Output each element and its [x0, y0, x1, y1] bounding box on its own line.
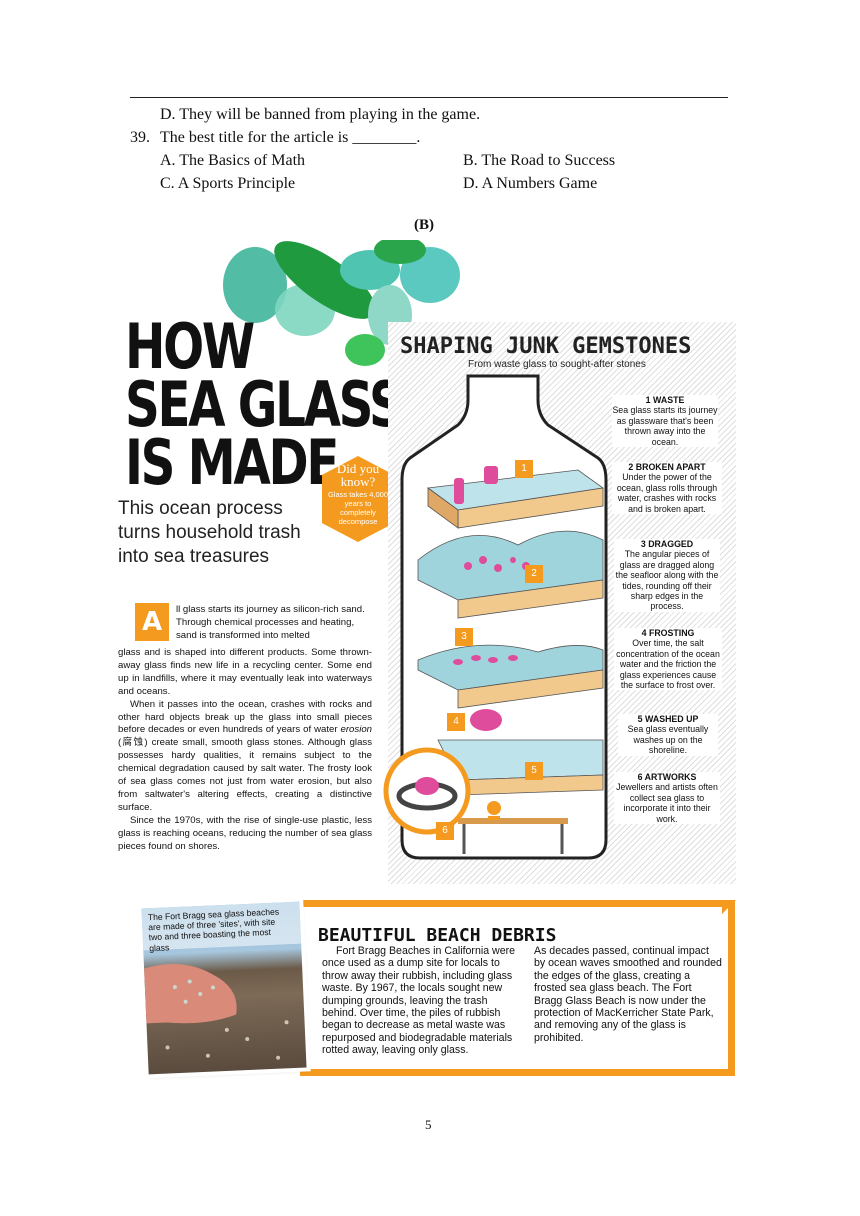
title-line-2: SEA GLASS: [125, 368, 404, 441]
article-intro: ll glass starts its journey as silicon-r…: [176, 604, 365, 641]
step-5-title: WASHED UP: [645, 714, 699, 724]
step-2-text: Under the power of the ocean, glass roll…: [616, 472, 718, 514]
step-badge-5: 5: [525, 762, 543, 780]
step-2: 2 BROKEN APART Under the power of the oc…: [612, 462, 722, 515]
p2-text-before: When it passes into the ocean, crashes w…: [118, 698, 372, 736]
step-6-text: Jewellers and artists often collect sea …: [616, 782, 718, 824]
step-badge-3: 3: [455, 628, 473, 646]
step-1-text: Sea glass starts its journey as glasswar…: [612, 405, 718, 447]
question-39-option-a: A. The Basics of Math: [160, 152, 306, 169]
did-you-know-heading: Did you know?: [336, 461, 380, 489]
title-line-1: HOW: [125, 310, 255, 383]
step-3-title: DRAGGED: [648, 539, 694, 549]
did-you-know-badge: Did you know? Glass takes 4,000 years to…: [322, 456, 394, 542]
bottle-illustration: [400, 374, 608, 860]
step-2-title: BROKEN APART: [635, 462, 706, 472]
p2-gloss: (腐蚀): [118, 737, 152, 749]
hand-with-glass-image: [141, 901, 302, 1060]
step-4-text: Over time, the salt concentration of the…: [616, 638, 720, 691]
beach-debris-box: [300, 900, 735, 1076]
bottle-glass-piece: [484, 466, 498, 484]
step-1: 1 WASTE Sea glass starts its journey as …: [612, 395, 718, 448]
beach-debris-title: BEAUTIFUL BEACH DEBRIS: [318, 925, 557, 946]
article-paragraph-1: glass and is shaped into different produ…: [118, 647, 372, 697]
step-6-num: 6: [637, 772, 643, 782]
question-39-number: 39.: [130, 129, 150, 146]
infographic-subtitle: From waste glass to sought-after stones: [468, 359, 646, 370]
article-subtitle: This ocean process turns household trash…: [118, 498, 301, 567]
step-3-num: 3: [640, 539, 646, 549]
ring-magnifier-icon: [383, 747, 471, 835]
step-2-num: 2: [628, 462, 634, 472]
beach-photo-caption: The Fort Bragg sea glass beaches are mad…: [147, 906, 280, 953]
title-line-3: IS MADE: [125, 426, 339, 499]
step-3: 3 DRAGGED The angular pieces of glass ar…: [614, 539, 720, 612]
step-badge-1: 1: [515, 460, 533, 478]
step-6-title: ARTWORKS: [644, 772, 697, 782]
question-39-option-c: C. A Sports Principle: [160, 175, 296, 192]
step-badge-6: 6: [436, 822, 454, 840]
did-you-know-text: Glass takes 4,000 years to completely de…: [327, 490, 389, 526]
step-1-title: WASTE: [653, 395, 685, 405]
step-5: 5 WASHED UP Sea glass eventually washes …: [618, 714, 718, 756]
article-title: HOW SEA GLASS IS MADE: [125, 310, 479, 499]
box-corner: [722, 900, 736, 914]
article-body: glass and is shaped into different produ…: [118, 647, 372, 854]
sea-glass-pebbles-image: [223, 240, 460, 366]
step-1-num: 1: [645, 395, 651, 405]
step-6: 6 ARTWORKS Jewellers and artists often c…: [614, 772, 720, 825]
drop-cap: A: [135, 603, 169, 641]
page-number: 5: [425, 1117, 432, 1132]
article-paragraph-2: When it passes into the ocean, crashes w…: [118, 699, 372, 815]
infographic-title: SHAPING JUNK GEMSTONES: [400, 334, 692, 359]
step-5-text: Sea glass eventually washes up on the sh…: [627, 724, 709, 756]
section-label: (B): [414, 217, 434, 233]
step-5-num: 5: [637, 714, 643, 724]
p2-text-after: create small, smooth glass stones. Altho…: [118, 737, 372, 813]
step-4-title: FROSTING: [648, 628, 695, 638]
p2-term-erosion: erosion: [340, 724, 372, 736]
step-4-num: 4: [641, 628, 647, 638]
question-38-option-d: D. They will be banned from playing in t…: [160, 106, 481, 123]
beach-column-2: As decades passed, continual impact by o…: [534, 945, 722, 1044]
beach-column-1: Fort Bragg Beaches in California were on…: [322, 945, 516, 1057]
article-paragraph-3: Since the 1970s, with the rise of single…: [118, 814, 372, 852]
step-4: 4 FROSTING Over time, the salt concentra…: [614, 628, 722, 691]
glass-beach-photo: The Fort Bragg sea glass beaches are mad…: [141, 901, 307, 1075]
step-badge-2: 2: [525, 565, 543, 583]
header-rule: [130, 97, 728, 98]
question-39-option-d: D. A Numbers Game: [463, 175, 598, 192]
step-badge-4: 4: [447, 713, 465, 731]
question-39-stem: The best title for the article is ______…: [160, 129, 421, 146]
step-3-text: The angular pieces of glass are dragged …: [615, 549, 719, 612]
question-39-option-b: B. The Road to Success: [463, 152, 616, 169]
